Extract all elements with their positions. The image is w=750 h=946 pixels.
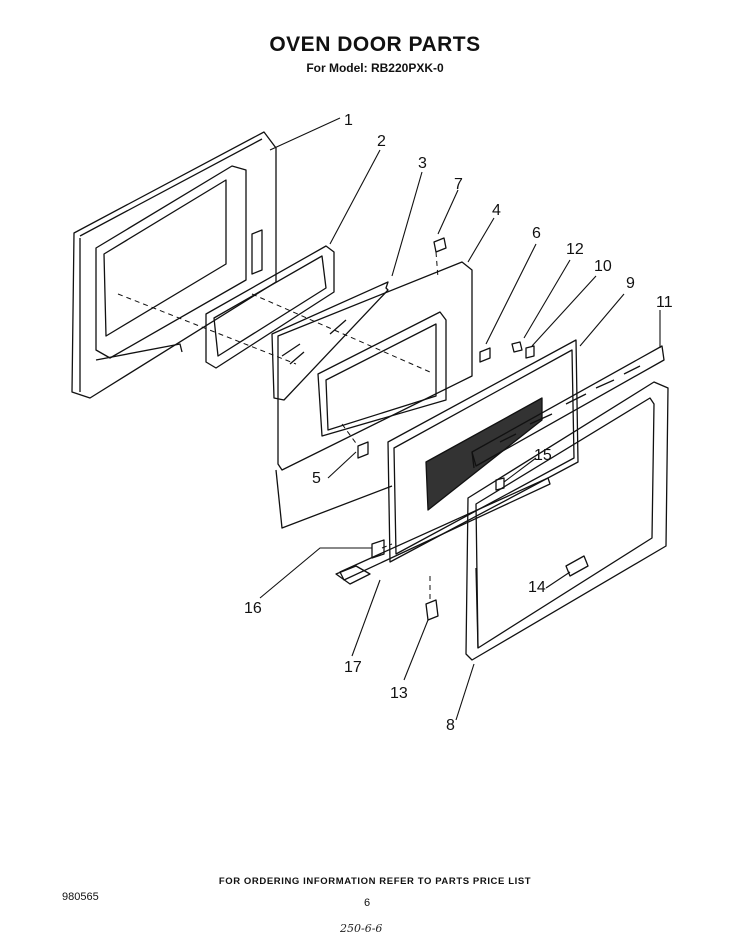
callout-15: 15 [534,447,552,464]
callout-6: 6 [532,225,541,242]
outer-door-panel [71,131,277,399]
ordering-note: FOR ORDERING INFORMATION REFER TO PARTS … [218,876,532,887]
part-12-screw [511,341,523,353]
part-13-hinge [425,599,439,621]
callout-10: 10 [594,258,612,275]
callout-17: 17 [344,659,362,676]
callout-numbers: 1 2 3 7 4 6 12 10 9 11 5 15 16 14 17 13 … [244,112,673,734]
callout-8: 8 [446,717,455,734]
callout-9: 9 [626,275,635,292]
callout-1: 1 [344,112,353,129]
top-trim-strip [471,345,665,469]
callout-12: 12 [566,241,584,258]
callout-3: 3 [418,155,427,172]
handwritten-note: 250-6-6 [340,922,383,935]
part-7-clip [433,237,447,253]
part-16-bracket [371,539,385,559]
model-subtitle: For Model: RB220PXK-0 [306,61,444,75]
inner-glass-panel [387,339,579,563]
page-title: OVEN DOOR PARTS [269,33,481,56]
document-code: 980565 [62,891,99,903]
door-gasket [205,245,335,369]
bottom-trim [335,477,551,585]
callout-4: 4 [492,202,501,219]
outer-door-frame [465,381,669,661]
part-6-bracket [479,347,491,363]
vent-mesh [425,397,543,511]
callout-2: 2 [377,133,386,150]
callout-5: 5 [312,470,321,487]
callout-16: 16 [244,600,262,617]
page-number: 6 [364,897,371,909]
callout-7: 7 [454,176,463,193]
callout-13: 13 [390,685,408,702]
callout-11: 11 [656,294,673,311]
part-5-clip [357,441,369,459]
door-glass [271,281,389,401]
part-15-clip [495,477,505,491]
callout-14: 14 [528,579,546,596]
part-10-clip [525,345,535,359]
inner-door-liner [275,261,473,529]
